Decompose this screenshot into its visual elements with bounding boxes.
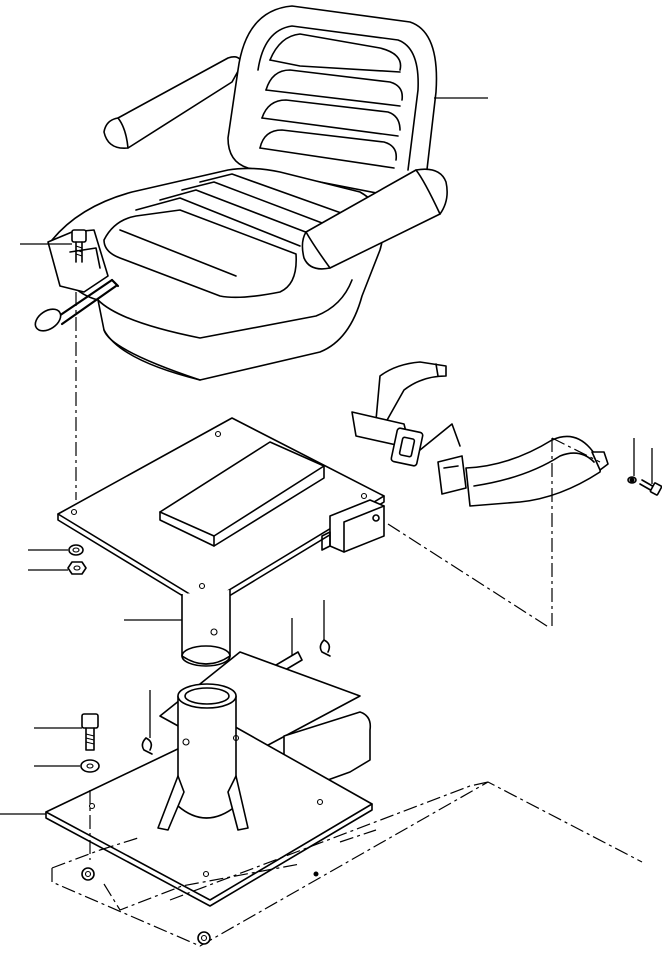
base-plate-with-tube (45, 651, 373, 907)
floor-mount-outline (51, 781, 643, 947)
cotter-pin-lower (141, 737, 153, 755)
cotter-pin-upper (319, 639, 331, 657)
seat-belt-left-strap (351, 361, 461, 467)
base-washer (80, 759, 100, 773)
belt-washer (627, 476, 637, 484)
belt-bolt (639, 479, 662, 496)
base-bolt (81, 713, 99, 751)
alignment-lines (75, 292, 601, 860)
post (181, 590, 231, 667)
callout-leaders (0, 97, 653, 815)
top-plate-nut (67, 561, 87, 575)
seat-belt-right-strap (437, 435, 609, 507)
seat-assembly (47, 5, 448, 381)
adjust-lever (34, 278, 120, 332)
seat-bolt (71, 229, 87, 263)
top-plate (57, 417, 385, 611)
top-plate-washer (68, 544, 84, 556)
